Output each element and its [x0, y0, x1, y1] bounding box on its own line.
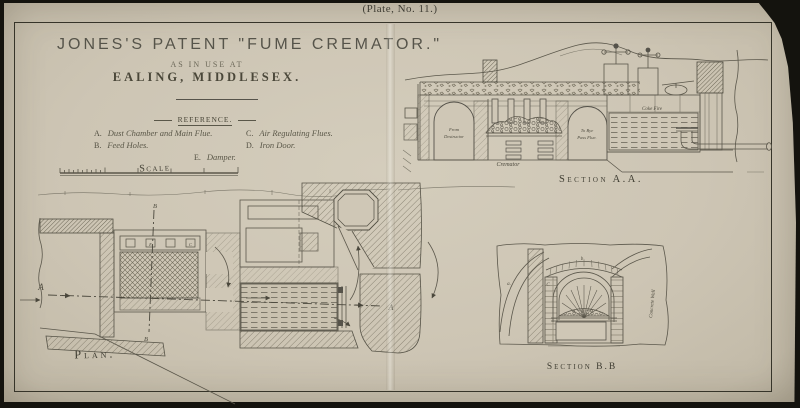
label-cremator: Cremator: [496, 162, 520, 168]
label-from-destructor-1: From: [448, 127, 460, 132]
label-from-destructor-2: Destructor: [443, 134, 464, 139]
reference-label-c: Air Regulating Flues.: [259, 128, 333, 138]
fold-crease: [386, 24, 395, 390]
reference-key-b: B.: [94, 141, 102, 150]
label-coke-fire: Coke Fire: [642, 107, 663, 112]
plan-label: Plan.: [74, 346, 115, 361]
plan-chimney-octagon: [333, 189, 379, 231]
marker-e: E: [148, 242, 152, 247]
marker-bb-b: b: [581, 257, 584, 262]
marker-c: C: [189, 242, 193, 247]
section-aa-title: Section A.A.: [559, 174, 643, 185]
marker-a-left: A: [37, 282, 44, 292]
flow-arrow-left: [214, 246, 232, 288]
reference-key-d: D.: [246, 141, 254, 150]
section-line-b-b: [148, 209, 155, 333]
reference-dash-right: [238, 120, 257, 121]
subtitle: AS IN USE AT: [170, 60, 244, 69]
aa-fire-bed: [485, 116, 563, 134]
reference-item-c: C. Air Regulating Flues.: [246, 128, 333, 138]
reference-heading: REFERENCE.: [145, 115, 265, 126]
marker-b-top: B: [153, 203, 157, 210]
reference-key-c: C.: [246, 129, 254, 138]
reference-dash-left: [153, 120, 172, 121]
bb-wall-band: [527, 248, 544, 344]
reference-item-b: B. Feed Holes.: [94, 140, 148, 150]
plate-frame: [14, 22, 772, 392]
section-bb-title: Section B.B: [547, 362, 617, 372]
title-rule: [176, 99, 258, 100]
reference-label-e: Damper.: [206, 152, 236, 162]
marker-b-bottom: B: [144, 336, 148, 343]
scale-bar: Scale: [59, 162, 239, 176]
section-aa-drawing: From Destructor To Bye Pass Flue.: [402, 42, 772, 185]
reference-item-a: A. Dust Chamber and Main Flue.: [94, 128, 212, 138]
reference-item-d: D. Iron Door.: [246, 140, 295, 150]
section-line-a-a: [47, 294, 383, 307]
label-bye-pass-2: Pass Flue.: [576, 135, 596, 140]
section-bb-drawing: a. C b Concrete Wall Section B.B: [496, 243, 669, 372]
marker-a-right: A: [388, 303, 394, 312]
aa-arch-bye-pass: [567, 106, 608, 161]
flow-arrow-right: [427, 241, 439, 299]
page-title: JONES'S PATENT "FUME CREMATOR.": [57, 36, 443, 53]
reference-label-b: Feed Holes.: [107, 140, 149, 150]
label-bye-pass-1: To Bye: [581, 128, 593, 133]
plan-wall-top-left: [39, 218, 114, 234]
reference-heading-label: REFERENCE.: [177, 115, 233, 126]
reference-label-a: Dust Chamber and Main Flue.: [107, 128, 213, 138]
reference-item-e: E. Damper.: [194, 152, 236, 162]
plan-drawing: A A B B E C Plan.: [20, 182, 516, 405]
reference-key-a: A.: [94, 129, 102, 138]
marker-bb-a: a.: [507, 282, 511, 287]
aa-chimney-block: [696, 61, 724, 94]
reference-label-d: Iron Door.: [259, 140, 296, 150]
bb-fire-arch: [552, 271, 615, 322]
plate-number: (Plate, No. 11.): [362, 3, 438, 15]
scale-label: Scale: [139, 162, 171, 174]
location-title: EALING, MIDDLESEX.: [112, 70, 302, 84]
reference-key-e: E.: [194, 153, 201, 162]
label-concrete-wall: Concrete Wall: [649, 289, 657, 318]
